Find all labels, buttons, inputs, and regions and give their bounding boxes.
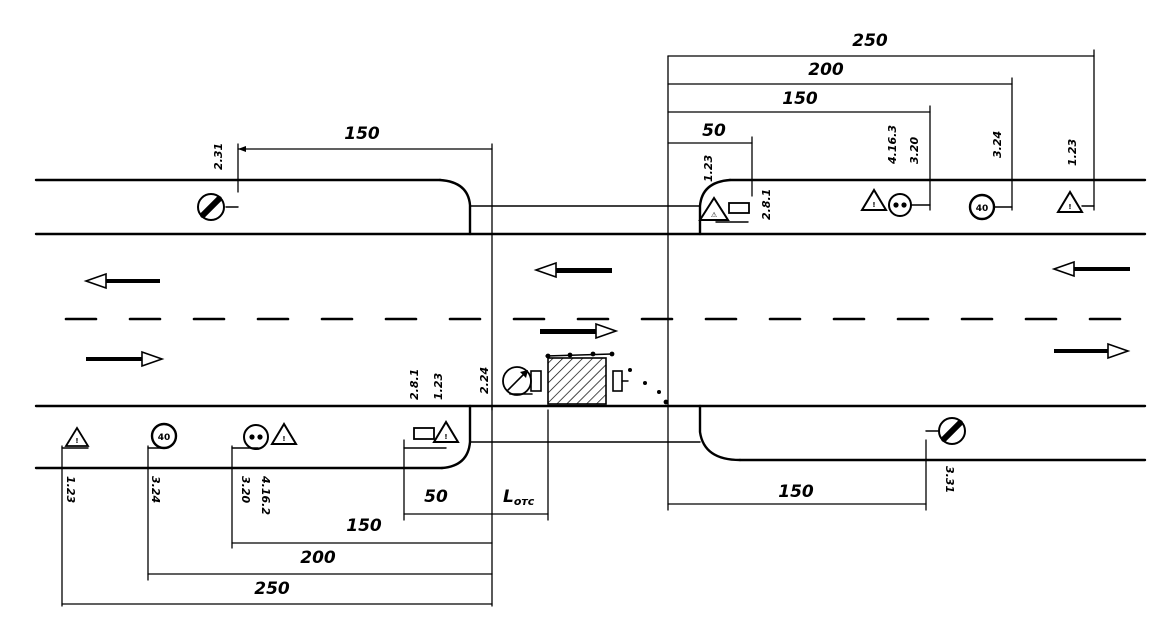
arrow-right-3 xyxy=(1054,342,1131,360)
dim-top-250: 250 xyxy=(852,31,888,51)
dim-bottom-50: 50 xyxy=(424,487,448,507)
fence-post-4 xyxy=(609,351,615,357)
code-top-281: 2.8.1 xyxy=(760,189,773,220)
code-top-123-b: 1.23 xyxy=(1066,139,1079,166)
fence-post-3 xyxy=(590,351,596,357)
code-bot-324: 3.24 xyxy=(149,476,162,503)
code-bot-320: 3.20 xyxy=(239,476,252,503)
code-bot-123: 1.23 xyxy=(64,476,77,503)
barrier-sign-right xyxy=(612,370,629,392)
work-zone-fence-line xyxy=(545,353,613,357)
bottom-bay-right-curve xyxy=(698,404,742,462)
arrow-left-1 xyxy=(83,272,160,290)
children-sign-top-2: ! xyxy=(1056,190,1095,213)
speed-limit-top-value: 40 xyxy=(976,204,989,214)
traffic-arrows xyxy=(83,260,1131,368)
detour-sign-left xyxy=(502,366,542,396)
dim-bottom-lotc: Lотс xyxy=(503,487,535,508)
cone-1 xyxy=(628,368,632,372)
cone-3 xyxy=(657,390,661,394)
road-outline xyxy=(34,178,1147,470)
top-bay-right-curve xyxy=(698,178,732,236)
cone-2 xyxy=(643,381,647,385)
code-top-324: 3.24 xyxy=(991,131,1004,158)
bottom-dimensions: 50 Lотс 150 200 250 150 xyxy=(61,405,927,607)
dim-top-150: 150 xyxy=(782,89,818,109)
svg-text:!: ! xyxy=(1068,203,1071,211)
code-bot-4162: 4.16.2 xyxy=(259,475,272,515)
overtake-warning-sign-bottom: ! xyxy=(231,422,298,450)
code-top-123-a: 1.23 xyxy=(702,155,715,182)
code-bot-281: 2.8.1 xyxy=(408,369,421,400)
end-restrictions-sign-bottom xyxy=(925,417,966,445)
speed-limit-sign-top: 40 xyxy=(968,193,1013,221)
dim-top-left-150: 150 xyxy=(344,124,380,144)
work-zone-hatched-area xyxy=(547,357,607,405)
code-top-320: 3.20 xyxy=(908,137,921,164)
code-bot-123-b: 1.23 xyxy=(432,373,445,400)
speed-limit-bottom-value: 40 xyxy=(158,433,171,443)
arrow-left-3 xyxy=(1051,260,1130,278)
code-bot-331: 3.31 xyxy=(943,466,956,493)
children-sign-bottom-2: ! xyxy=(403,420,460,449)
svg-text:!: ! xyxy=(444,433,447,441)
arrow-right-1 xyxy=(86,350,165,368)
code-bot-224: 2.24 xyxy=(478,367,491,394)
dim-bottom-150-left: 150 xyxy=(346,516,382,536)
dim-bottom-250: 250 xyxy=(254,579,290,599)
code-top-4163: 4.16.3 xyxy=(886,125,899,165)
speed-limit-sign-bottom: 40 xyxy=(147,422,178,450)
dim-bottom-200: 200 xyxy=(300,548,336,568)
end-restrictions-sign-top xyxy=(197,193,239,221)
top-signs: 2.31 ⚠ 1.23 2.8.1 ! 4.16.3 3.20 40 3.24 xyxy=(197,125,1095,223)
top-bay-left-curve xyxy=(438,178,472,236)
svg-text:!: ! xyxy=(282,435,285,443)
top-dimensions: 150 250 200 150 50 xyxy=(237,31,1095,411)
dim-top-200: 200 xyxy=(808,60,844,80)
cone-4 xyxy=(663,399,669,405)
code-top-231: 2.31 xyxy=(212,143,225,170)
dim-bottom-150-right: 150 xyxy=(778,482,814,502)
dim-top-50: 50 xyxy=(702,121,726,141)
svg-text:⚠: ⚠ xyxy=(711,211,718,219)
bottom-signs: ! 1.23 40 3.24 ! 3.20 4.16.2 ! 2 xyxy=(61,367,966,515)
svg-text:!: ! xyxy=(872,201,875,209)
children-sign-bottom-1: ! xyxy=(61,426,90,449)
children-sign-top-1: ⚠ xyxy=(698,196,750,223)
svg-text:!: ! xyxy=(75,437,78,445)
fence-post-2 xyxy=(567,352,573,358)
work-zone xyxy=(502,351,669,405)
fence-post-1 xyxy=(545,353,551,359)
warning-overtake-sign-top: ! xyxy=(860,188,931,217)
arrow-right-2 xyxy=(540,322,619,340)
arrow-left-2 xyxy=(533,261,612,279)
